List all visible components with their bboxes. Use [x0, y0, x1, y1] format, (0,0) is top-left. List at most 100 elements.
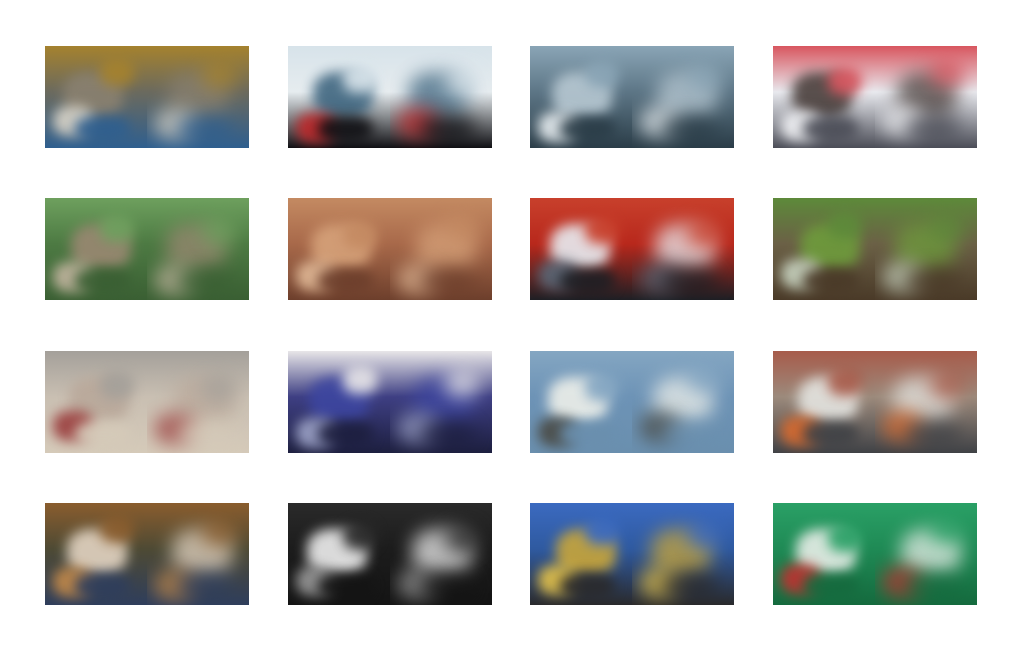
image-region	[560, 116, 615, 142]
image-pair-ship	[288, 46, 492, 148]
reconstructed-image	[632, 198, 734, 300]
image-pair-ship	[530, 46, 734, 148]
image-region	[585, 216, 619, 244]
reconstructed-image	[875, 503, 977, 605]
image-region	[905, 573, 960, 599]
reconstructed-image	[390, 46, 492, 148]
image-pair-airplane	[773, 46, 977, 148]
image-pair-frog	[288, 198, 492, 300]
image-pair-cat	[45, 351, 249, 453]
image-region	[75, 268, 130, 294]
image-region	[445, 369, 479, 397]
image-region	[662, 116, 717, 142]
original-image	[530, 351, 632, 453]
image-pair-frog	[773, 198, 977, 300]
image-region	[930, 371, 964, 399]
image-region	[930, 58, 964, 86]
image-region	[202, 518, 236, 546]
image-region	[445, 68, 479, 96]
original-image	[773, 46, 875, 148]
image-region	[905, 421, 960, 447]
image-region	[420, 268, 475, 294]
image-region	[445, 525, 479, 553]
image-region	[585, 373, 619, 401]
image-region	[100, 515, 134, 543]
reconstructed-image	[875, 46, 977, 148]
image-pair-automobile	[530, 198, 734, 300]
reconstructed-image	[390, 503, 492, 605]
image-region	[318, 421, 373, 447]
original-image	[288, 351, 390, 453]
reconstructed-image	[632, 351, 734, 453]
original-image	[530, 46, 632, 148]
image-region	[343, 65, 377, 93]
original-image	[288, 503, 390, 605]
image-region	[930, 515, 964, 543]
image-pair-frog	[45, 198, 249, 300]
image-region	[177, 573, 232, 599]
image-region	[803, 268, 858, 294]
original-image	[773, 503, 875, 605]
image-pair-horse	[288, 503, 492, 605]
image-region	[560, 421, 615, 447]
reconstructed-image	[632, 503, 734, 605]
original-image	[288, 198, 390, 300]
original-image	[45, 351, 147, 453]
original-image	[288, 46, 390, 148]
reconstructed-image	[147, 503, 249, 605]
image-region	[202, 217, 236, 245]
image-region	[930, 214, 964, 242]
image-region	[803, 421, 858, 447]
image-region	[420, 573, 475, 599]
reconstructed-image	[875, 198, 977, 300]
image-region	[75, 573, 130, 599]
image-region	[905, 116, 960, 142]
image-pair-ship	[773, 503, 977, 605]
image-region	[585, 60, 619, 88]
image-region	[75, 116, 130, 142]
image-region	[662, 421, 717, 447]
original-image	[45, 46, 147, 148]
image-region	[318, 116, 373, 142]
original-image	[773, 351, 875, 453]
reconstructed-image	[147, 198, 249, 300]
image-region	[445, 212, 479, 240]
reconstructed-image	[147, 351, 249, 453]
image-region	[585, 517, 619, 545]
reconstructed-image	[147, 46, 249, 148]
image-region	[687, 63, 721, 91]
image-region	[560, 268, 615, 294]
image-region	[100, 214, 134, 242]
image-region	[687, 520, 721, 548]
image-pair-cat	[45, 46, 249, 148]
image-region	[177, 268, 232, 294]
image-region	[420, 116, 475, 142]
image-region	[803, 116, 858, 142]
image-pair-automobile	[288, 351, 492, 453]
image-region	[75, 421, 130, 447]
image-region	[100, 58, 134, 86]
original-image	[45, 198, 147, 300]
reconstructed-image	[632, 46, 734, 148]
image-region	[202, 374, 236, 402]
image-pair-airplane	[530, 351, 734, 453]
image-region	[828, 524, 862, 552]
original-image	[530, 198, 632, 300]
image-region	[100, 371, 134, 399]
image-region	[905, 268, 960, 294]
image-region	[343, 366, 377, 394]
image-region	[177, 421, 232, 447]
original-image	[530, 503, 632, 605]
image-region	[420, 421, 475, 447]
image-region	[828, 368, 862, 396]
image-region	[687, 219, 721, 247]
image-region	[662, 573, 717, 599]
original-image	[45, 503, 147, 605]
image-region	[343, 522, 377, 550]
image-region	[202, 61, 236, 89]
original-image	[773, 198, 875, 300]
image-region	[687, 364, 721, 392]
reconstructed-image	[390, 351, 492, 453]
image-region	[343, 221, 377, 249]
